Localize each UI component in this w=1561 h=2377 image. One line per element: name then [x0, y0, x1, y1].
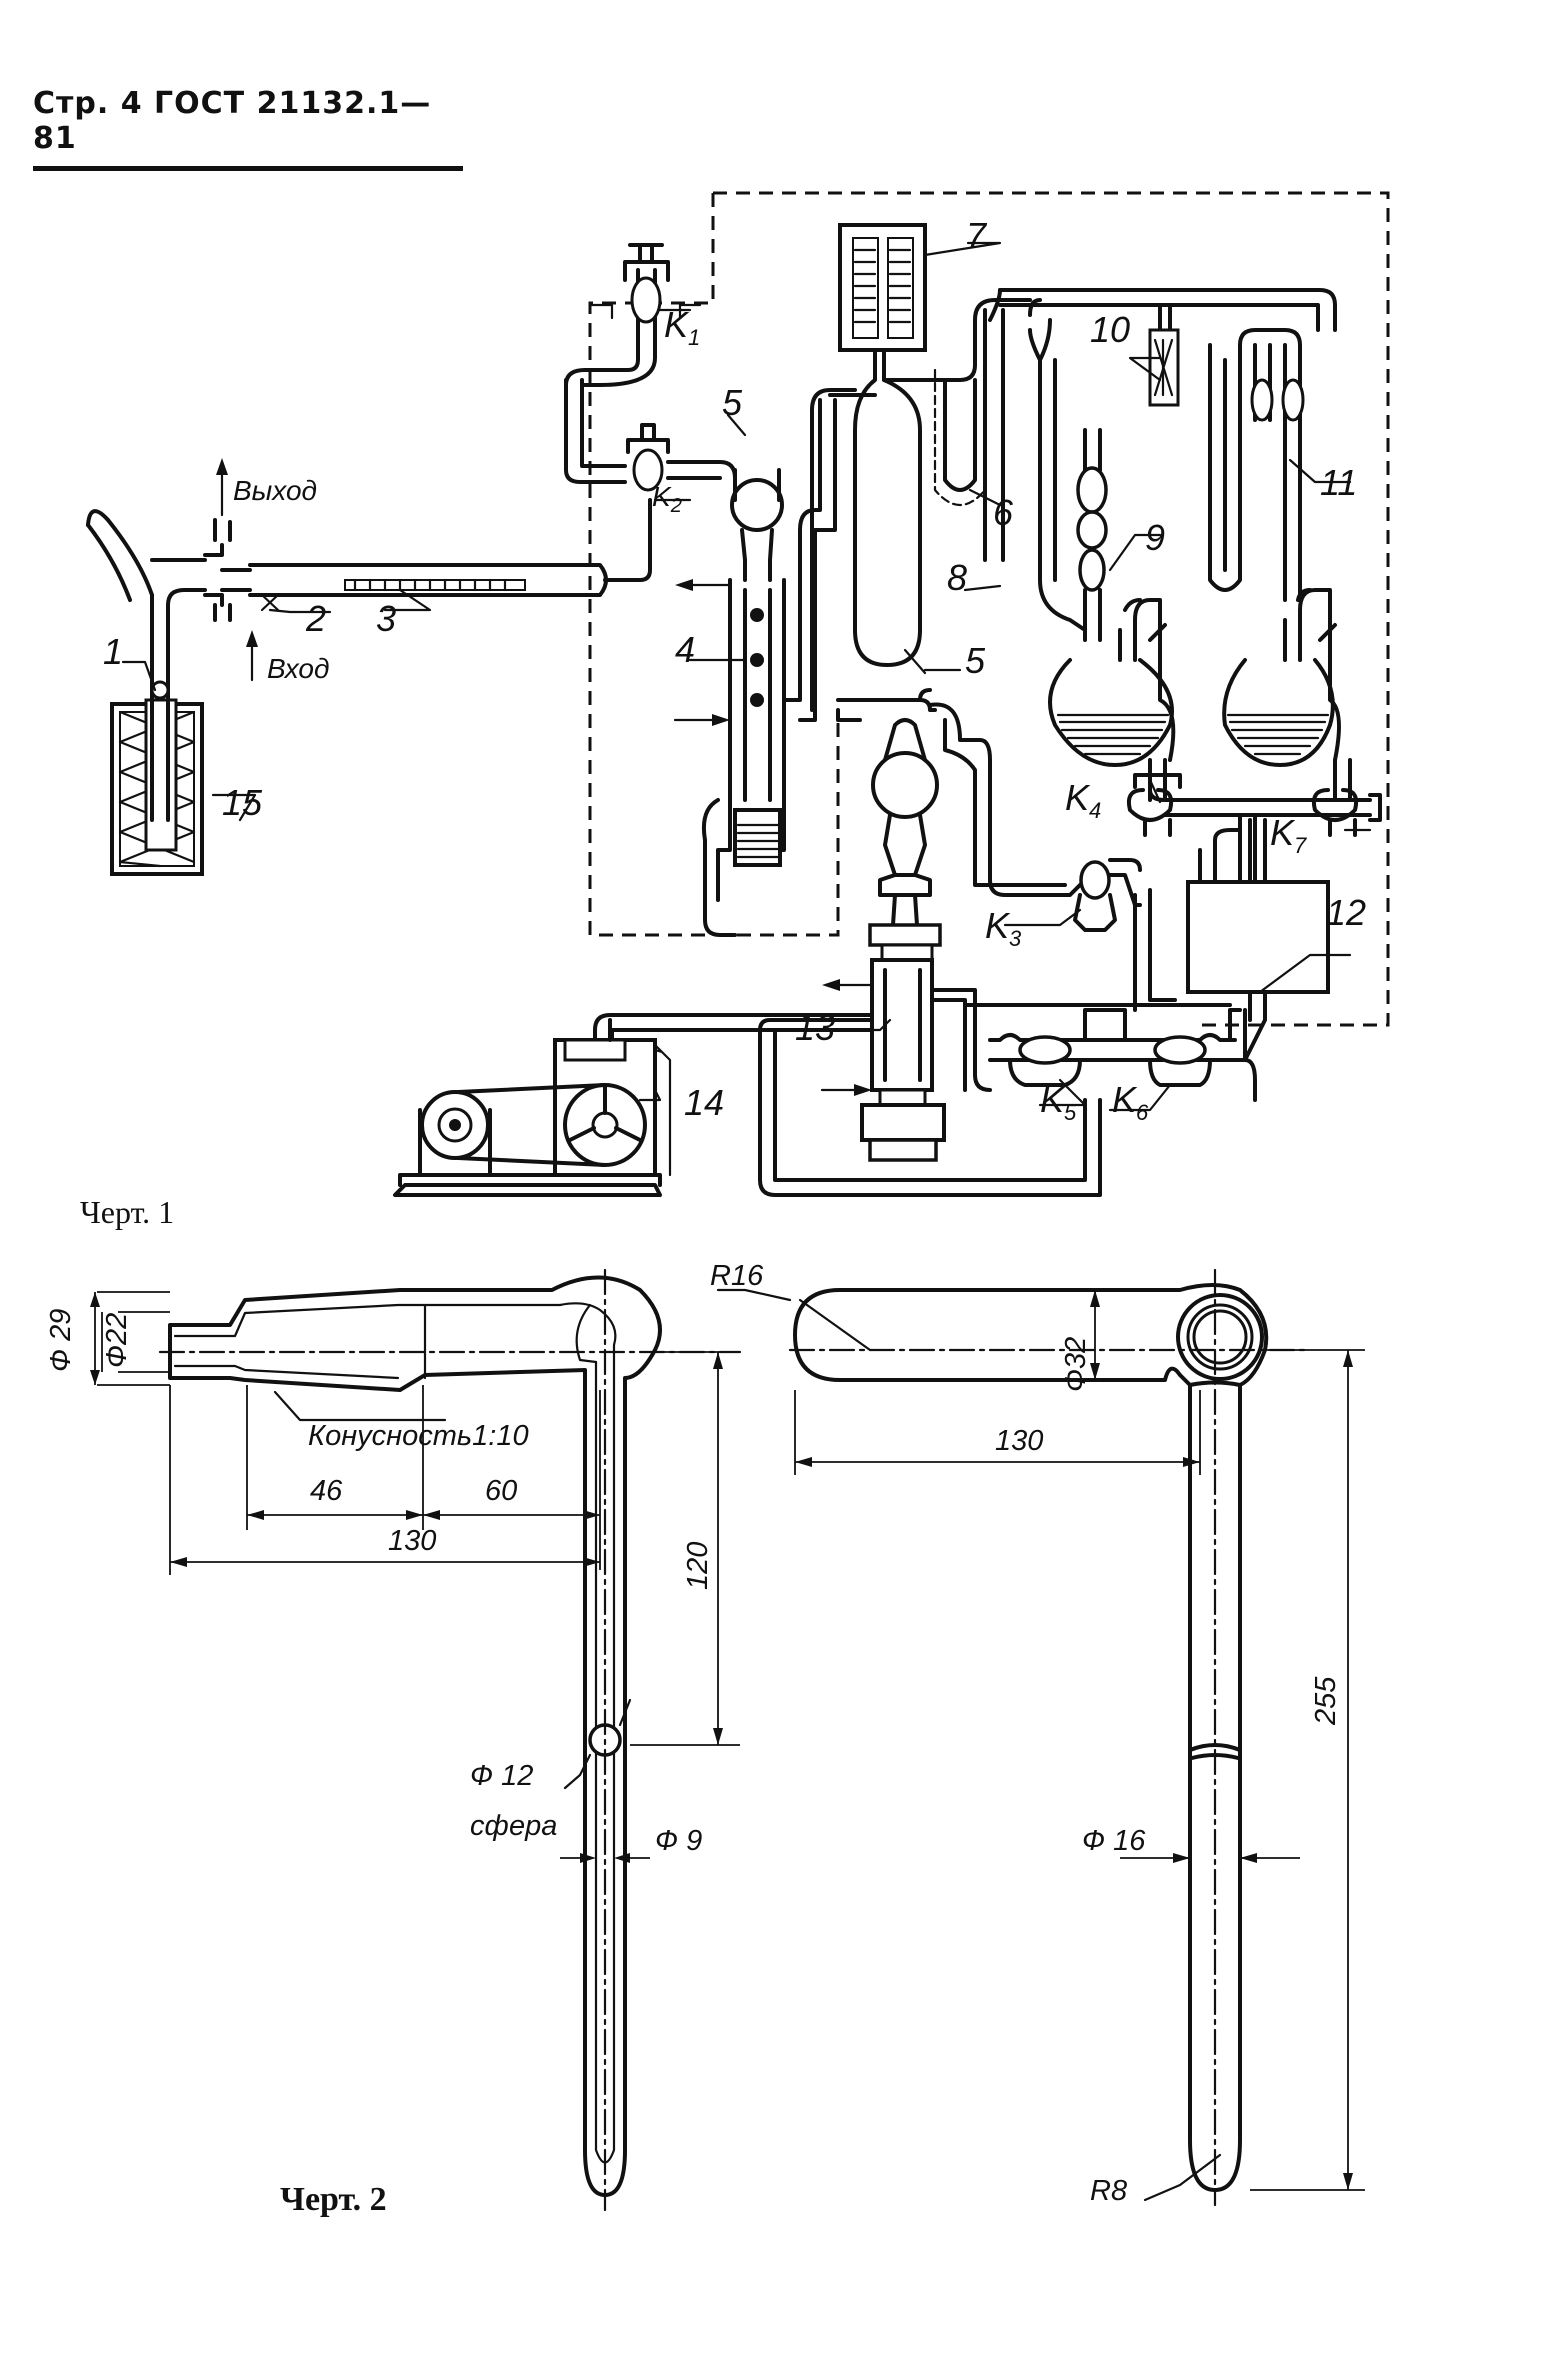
label-9: 9: [1145, 517, 1165, 558]
dim-120: 120: [682, 1542, 714, 1590]
dim-r16: R16: [710, 1260, 764, 1292]
dim-60: 60: [485, 1475, 517, 1507]
label-1: 1: [103, 631, 123, 672]
leaders-fig1: [121, 241, 1372, 1112]
label-k7: K7: [1270, 812, 1307, 858]
label-4: 4: [675, 629, 695, 670]
dim-taper: Конусность1:10: [308, 1420, 529, 1452]
dashed-enclosure: [588, 191, 1390, 1027]
label-7: 7: [966, 215, 988, 256]
valve-k7: [1311, 758, 1382, 837]
label-8: 8: [947, 557, 967, 598]
absorber-4: [701, 398, 837, 937]
manometer-11: [1208, 328, 1341, 767]
dim-r8: R8: [1090, 2175, 1127, 2207]
label-5a: 5: [722, 382, 743, 423]
line-k1-k2: [564, 378, 652, 582]
label-k5: K5: [1040, 1079, 1077, 1125]
dim-sphere-label: сфера: [470, 1810, 557, 1842]
valve-k5-k6: [963, 1003, 1257, 1102]
dim-46: 46: [310, 1475, 343, 1507]
box-12: [1186, 818, 1330, 1062]
bulb-left: [1048, 658, 1174, 767]
pump-13: [860, 923, 992, 1162]
trap-6: [933, 368, 987, 506]
figure2-caption: Черт. 2: [280, 2181, 387, 2218]
heater-7: [838, 223, 927, 352]
figure1-caption: Черт. 1: [80, 1194, 174, 1230]
valve-k4: [1126, 758, 1182, 837]
label-11: 11: [1320, 462, 1357, 503]
label-k3: K3: [985, 905, 1022, 951]
tube-3: [248, 563, 608, 597]
label-3: 3: [376, 598, 396, 639]
label-exit: Выход: [233, 475, 317, 506]
dim-d29: Ф 29: [45, 1309, 77, 1372]
figure2-right-drawing: R16 Ф32 130 255 Ф 16 R8: [710, 1260, 1365, 2207]
bulb-right: [1222, 658, 1335, 767]
label-10: 10: [1090, 309, 1130, 350]
label-entry: Вход: [267, 653, 329, 684]
dim-d22: Ф22: [101, 1313, 133, 1368]
label-6: 6: [993, 492, 1014, 533]
manometer-9: [1038, 358, 1176, 767]
header-text: Стр. 4 ГОСТ 21132.1—81: [33, 86, 432, 156]
tube-joint-2: [203, 518, 280, 622]
label-12: 12: [1326, 892, 1366, 933]
label-k4: K4: [1065, 777, 1101, 823]
label-13: 13: [795, 1007, 835, 1048]
vacuum-pump-14: [393, 1038, 672, 1197]
label-k2: K2: [652, 481, 682, 517]
label-k6: K6: [1112, 1079, 1149, 1125]
label-k1: K1: [664, 304, 700, 350]
label-5b: 5: [965, 640, 986, 681]
dim-sphere-d12: Ф 12: [470, 1760, 533, 1792]
valve-k2: [626, 423, 737, 492]
element-10: [1148, 328, 1180, 407]
page-header: Стр. 4 ГОСТ 21132.1—81: [33, 86, 463, 171]
dim-130-right: 130: [995, 1425, 1043, 1457]
bulb-5-lower: [836, 688, 1087, 927]
dim-255: 255: [1310, 1676, 1342, 1726]
label-14: 14: [684, 1082, 724, 1123]
valve-labels: K1 K2 K3 K4 K5 K6 K7: [652, 304, 1307, 1125]
header-rule: [33, 166, 463, 171]
dim-d9: Ф 9: [655, 1825, 702, 1857]
valve-k1: [564, 243, 702, 387]
label-15: 15: [222, 782, 263, 823]
figure1-scheme: 1 2 3 4 5 5 6 7 8 9 10 11 12 13 14 15 Вы…: [80, 191, 1390, 1230]
dim-130-left: 130: [388, 1525, 436, 1557]
dim-d32: Ф32: [1060, 1337, 1092, 1392]
reaction-tube-1: [86, 509, 207, 822]
furnace-15: [110, 698, 204, 876]
flask-8: [810, 298, 1032, 712]
figure2-left-drawing: Ф 29 Ф22 Конусность1:10 46 60 130 120 Ф …: [45, 1268, 742, 2218]
valve-k3: [1073, 858, 1177, 1012]
label-2: 2: [305, 598, 326, 639]
dim-d16: Ф 16: [1082, 1825, 1146, 1857]
